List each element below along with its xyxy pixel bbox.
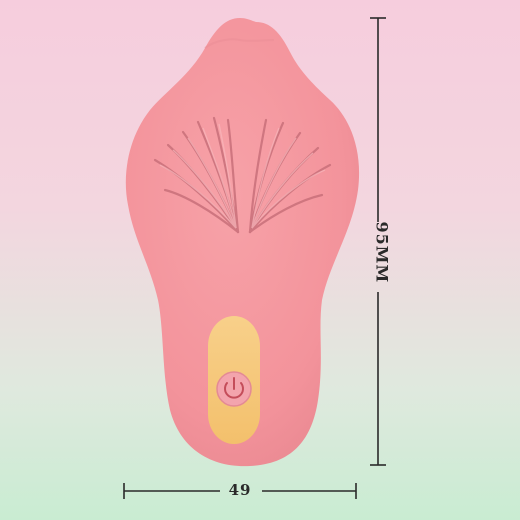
power-button[interactable]: [216, 371, 252, 407]
height-dimension-label: 95MM: [372, 221, 392, 284]
power-icon: [224, 377, 244, 399]
height-dimension-line: [370, 17, 386, 466]
width-dimension-label: 49: [228, 481, 252, 499]
width-dimension-line: [123, 483, 357, 499]
device-body: [125, 18, 360, 467]
